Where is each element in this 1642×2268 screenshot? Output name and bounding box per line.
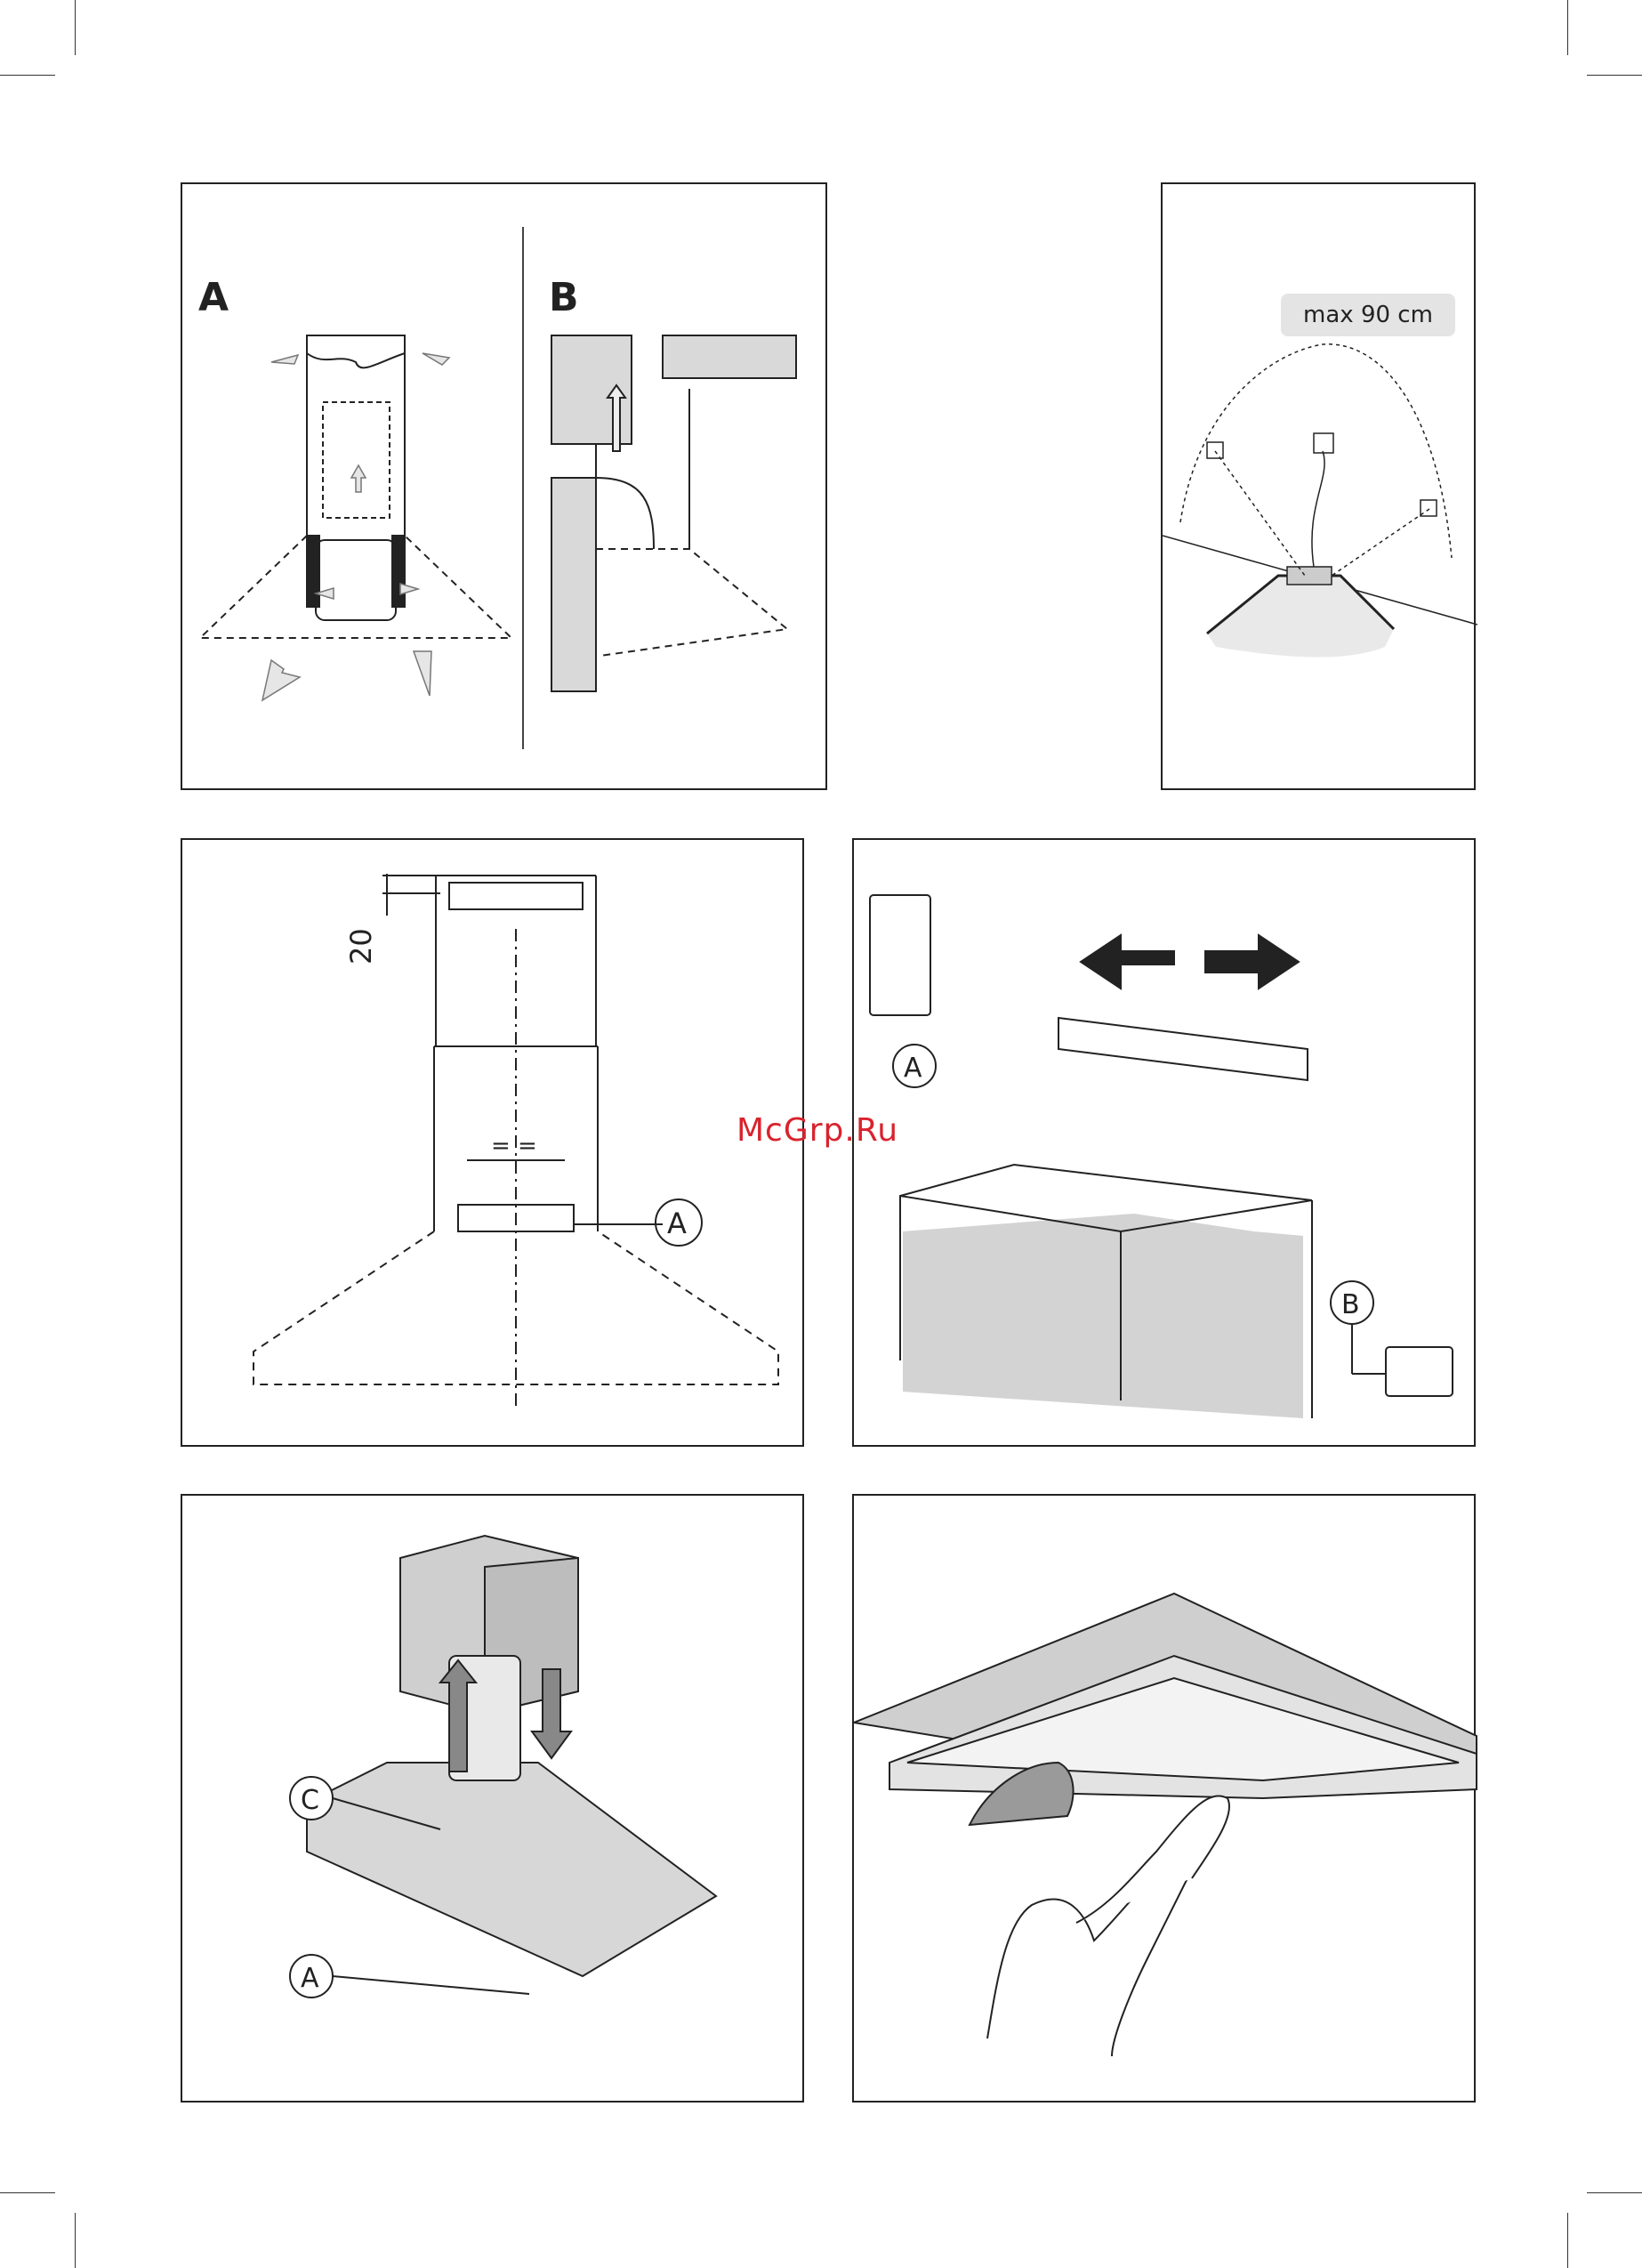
dimension-label: 20: [344, 928, 378, 965]
crop-mark: [1567, 2213, 1568, 2268]
crop-mark: [0, 2192, 55, 2193]
bracket-illustration: A B: [854, 840, 1477, 1449]
duct-panel: C A: [181, 1494, 804, 2103]
equal-distance-mark: = =: [491, 1133, 537, 1159]
crop-mark: [1587, 2192, 1642, 2193]
bracket-panel: A B: [852, 838, 1476, 1447]
duct-illustration: C A: [182, 1496, 806, 2104]
callout-a: A: [904, 1053, 922, 1084]
crop-mark: [0, 75, 55, 76]
cable-panel: max 90 cm: [1161, 182, 1476, 790]
crop-mark: [1567, 0, 1568, 55]
chimney-illustration: 20 = = A: [182, 840, 806, 1449]
ceiling-mount-illustration: [1163, 184, 1477, 792]
watermark: McGrp.Ru: [736, 1112, 898, 1149]
max-length-badge: max 90 cm: [1281, 294, 1455, 336]
filter-removal-illustration: [854, 1496, 1477, 2104]
callout-a: A: [667, 1207, 687, 1240]
crop-mark: [75, 2213, 76, 2268]
label-b: B: [549, 275, 579, 320]
filter-panel: [852, 1494, 1476, 2103]
callout-b: B: [1341, 1289, 1360, 1320]
crop-mark: [1587, 75, 1642, 76]
callout-c: C: [301, 1785, 319, 1816]
airflow-panel: A B: [181, 182, 827, 790]
callout-a: A: [301, 1963, 319, 1994]
airflow-arrows: [262, 353, 449, 700]
airflow-illustration: A B: [182, 184, 829, 792]
crop-mark: [75, 0, 76, 55]
label-a: A: [198, 275, 229, 320]
ducted-diagram: [551, 335, 796, 691]
chimney-panel: 20 = = A: [181, 838, 804, 1447]
